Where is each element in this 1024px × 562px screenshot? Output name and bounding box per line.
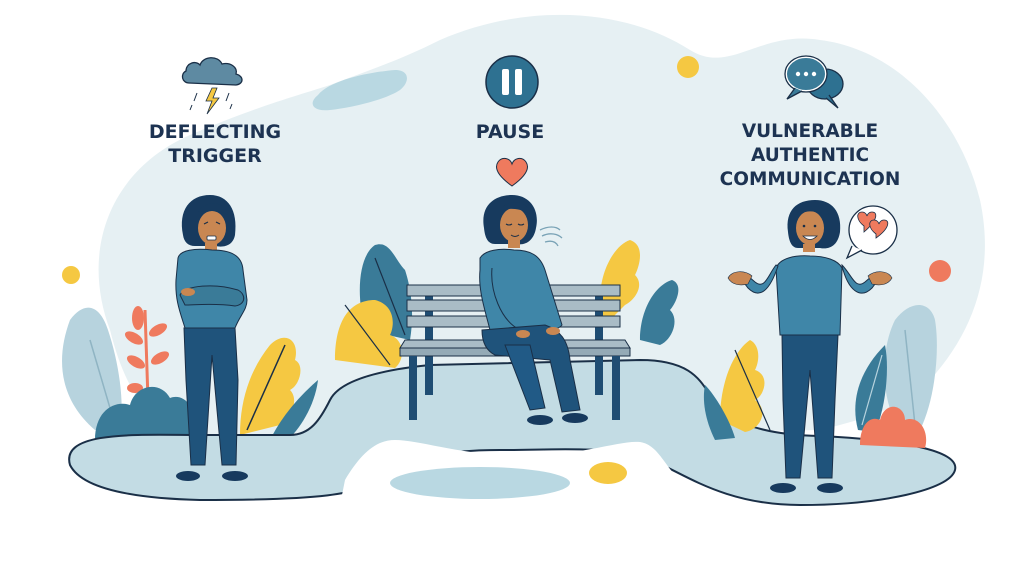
stage-label-line: TRIGGER bbox=[168, 145, 262, 167]
yellow-dot bbox=[589, 462, 627, 484]
heart-icon bbox=[496, 157, 528, 187]
pause-icon bbox=[485, 55, 539, 109]
figure-sitting-breathing bbox=[479, 195, 588, 425]
stage-label-line: DEFLECTING bbox=[148, 121, 282, 143]
right-plants bbox=[703, 305, 937, 448]
yellow-dot bbox=[62, 266, 80, 284]
speech-bubbles-icon bbox=[784, 55, 844, 109]
yellow-dot bbox=[677, 56, 699, 78]
stage-label-line: VULNERABLE bbox=[741, 121, 879, 142]
stage-label-line: PAUSE bbox=[475, 121, 545, 143]
figure-arms-crossed bbox=[175, 195, 248, 481]
background-blob bbox=[98, 14, 985, 440]
left-plants bbox=[62, 306, 318, 442]
stage-label-pause: PAUSE bbox=[450, 120, 570, 144]
coral-dot bbox=[929, 260, 951, 282]
storm-cloud-icon bbox=[181, 57, 243, 115]
figure-open-arms bbox=[727, 200, 893, 493]
stage-label-line: AUTHENTIC bbox=[750, 145, 870, 166]
stage-label-line: COMMUNICATION bbox=[719, 169, 901, 190]
puddle bbox=[390, 467, 570, 499]
stage-label-deflecting-trigger: DEFLECTING TRIGGER bbox=[130, 120, 300, 168]
hearts-speech-bubble-icon bbox=[845, 205, 898, 260]
floating-blob bbox=[312, 70, 407, 111]
stage-label-vulnerable-communication: VULNERABLE AUTHENTIC COMMUNICATION bbox=[690, 120, 930, 192]
